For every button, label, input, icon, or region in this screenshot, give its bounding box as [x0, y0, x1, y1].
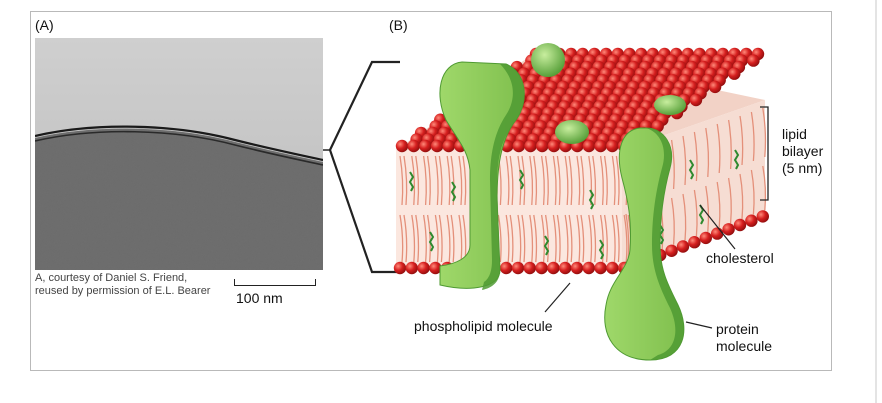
surface-protein-middle — [555, 120, 589, 144]
lipid-head — [606, 261, 619, 275]
lipid-head — [547, 139, 561, 153]
protein-left — [439, 61, 525, 290]
credit-line-1: A, courtesy of Daniel S. Friend, — [35, 272, 188, 284]
cholesterol-leader — [699, 204, 736, 250]
lipid-head — [733, 218, 747, 232]
lipid-head — [536, 139, 549, 153]
protein-molecule-line-1: protein — [716, 321, 759, 337]
lipid-head — [756, 210, 769, 223]
lipid-head — [708, 80, 722, 94]
lipid-head — [500, 261, 513, 275]
bilayer-thickness-bracket — [760, 106, 769, 201]
lipid-head — [511, 261, 525, 275]
lipid-head — [430, 139, 444, 153]
lipid-head — [535, 261, 548, 275]
lipid-head — [594, 261, 607, 275]
lipid-head — [594, 139, 607, 153]
protein-molecule-line-2: molecule — [716, 338, 773, 354]
lipid-head — [699, 231, 712, 245]
lipid-head — [745, 214, 758, 227]
cholesterol-label: cholesterol — [706, 250, 774, 266]
lipid-head — [417, 261, 430, 275]
lipid-head — [523, 261, 536, 275]
protein-leader — [685, 321, 713, 329]
lipid-head — [559, 261, 572, 275]
lipid-head — [570, 261, 584, 275]
lipid-head — [722, 223, 735, 236]
lipid-bilayer-line-3: (5 nm) — [782, 160, 823, 176]
zoom-bracket — [328, 60, 400, 274]
scale-bar-label: 100 nm — [236, 290, 283, 306]
lipid-head — [419, 139, 432, 153]
lipid-head — [429, 261, 442, 275]
lipid-head — [665, 244, 678, 257]
lipid-head — [547, 261, 560, 275]
page-edge-divider — [875, 0, 877, 403]
phospholipid-leader — [544, 282, 571, 313]
electron-micrograph-image — [35, 38, 323, 270]
bilayer-front-face — [396, 150, 622, 270]
lipid-head — [728, 67, 741, 80]
phospholipid-label: phospholipid molecule — [414, 318, 553, 334]
lipid-bilayer-line-1: lipid — [782, 126, 819, 142]
lipid-bilayer-label: lipid bilayer (5 nm) — [782, 126, 834, 177]
image-credit: A, courtesy of Daniel S. Friend, reused … — [35, 272, 225, 298]
lipid-head — [688, 236, 701, 249]
lipid-head — [582, 139, 596, 153]
panel-b-label: (B) — [389, 17, 408, 33]
lipid-head — [393, 261, 407, 275]
lipid-head — [747, 54, 760, 67]
lipid-head — [606, 139, 619, 153]
lipid-head — [689, 93, 703, 107]
surface-protein-right — [654, 95, 686, 115]
protein-right — [604, 127, 685, 361]
lipid-bilayer-line-2: bilayer — [782, 143, 835, 159]
lipid-head — [512, 139, 525, 153]
lipid-head — [582, 261, 595, 275]
lipid-head — [405, 261, 418, 275]
lipid-head — [442, 139, 455, 153]
lipid-head — [524, 139, 537, 153]
lipid-head — [407, 139, 420, 153]
scale-bar — [234, 279, 316, 286]
lipid-head — [395, 139, 409, 153]
credit-line-2: reused by permission of E.L. Bearer — [35, 285, 211, 297]
lipid-head — [711, 227, 724, 240]
lipid-head — [676, 240, 690, 253]
panel-a-label: (A) — [35, 17, 54, 33]
protein-molecule-label: protein molecule — [716, 321, 772, 355]
surface-protein-top — [531, 43, 565, 77]
